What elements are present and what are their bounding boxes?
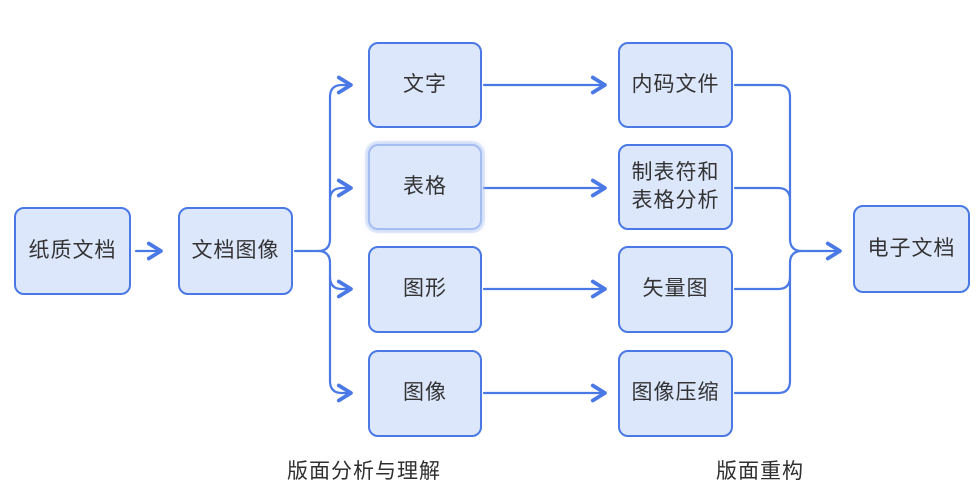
node-graphic-label: 图形	[403, 277, 447, 301]
node-document-image-label: 文档图像	[191, 238, 280, 262]
node-electronic-document-label: 电子文档	[867, 236, 956, 260]
node-table[interactable]: 表格	[368, 144, 482, 230]
node-vector-graph-label: 矢量图	[642, 277, 709, 301]
node-internal-code-file[interactable]: 内码文件	[618, 42, 733, 128]
node-paper-document-label: 纸质文档	[28, 238, 117, 262]
node-table-label: 表格	[403, 174, 447, 198]
node-document-image[interactable]: 文档图像	[178, 207, 293, 295]
node-internal-code-file-label: 内码文件	[631, 72, 720, 96]
node-image-compression[interactable]: 图像压缩	[618, 350, 733, 437]
node-tab-and-table-analysis-label: 制表符和表格分析	[631, 160, 720, 212]
node-electronic-document[interactable]: 电子文档	[853, 205, 970, 293]
node-text-label: 文字	[403, 72, 447, 96]
node-image-compression-label: 图像压缩	[631, 381, 720, 405]
node-tab-and-table-analysis[interactable]: 制表符和表格分析	[618, 144, 733, 230]
node-image-label: 图像	[403, 381, 447, 405]
node-graphic[interactable]: 图形	[368, 246, 482, 333]
node-vector-graph[interactable]: 矢量图	[618, 246, 733, 333]
node-image[interactable]: 图像	[368, 350, 482, 437]
node-paper-document[interactable]: 纸质文档	[14, 207, 131, 295]
node-text[interactable]: 文字	[368, 42, 482, 128]
caption-layout-analysis: 版面分析与理解	[287, 460, 441, 483]
caption-layout-reconstruction: 版面重构	[716, 460, 804, 483]
